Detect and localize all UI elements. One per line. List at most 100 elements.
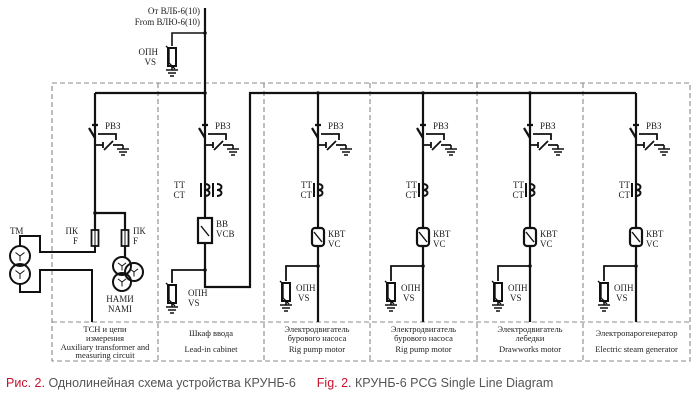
section-title-ru: Электродвигатель <box>284 324 349 334</box>
tm-output <box>19 269 93 322</box>
disconnector-label: РВЗ <box>215 121 231 131</box>
ground-icon <box>166 303 178 314</box>
vcb-label-en: VCB <box>216 229 235 239</box>
caption-en-text: КРУНБ-6 PCG Single Line Diagram <box>355 376 554 390</box>
caption-ru-prefix: Рис. 2. <box>6 376 45 390</box>
junction-dot <box>528 264 532 268</box>
source-label-ru: От ВЛБ-6(10) <box>148 6 200 16</box>
wye-symbol-icon <box>117 278 127 287</box>
current-transformer-icon <box>631 183 642 197</box>
contactor-blade <box>418 231 428 243</box>
section-title-en: Lead-in cabinet <box>184 344 238 354</box>
ground-icon <box>492 301 504 312</box>
section-title-ru: Электродвигатель <box>497 324 562 334</box>
junction-dot <box>203 91 207 95</box>
fuse-label-en: F <box>133 236 138 246</box>
junction-dot <box>203 31 207 35</box>
arrester-label-en: VS <box>616 293 628 303</box>
section-title-ru: ТСН и цепи <box>83 324 127 334</box>
busbar-right <box>203 91 636 289</box>
section-title-en: Drawworks motor <box>499 344 561 354</box>
section-title-ru: бурового насоса <box>394 333 453 343</box>
disconnector-icon <box>523 123 533 139</box>
contactor-label-ru: КВТ <box>328 229 346 239</box>
arrester-tap <box>390 265 423 281</box>
arrester-label-en: VS <box>403 293 415 303</box>
nami-label-en: NAMI <box>108 304 132 314</box>
ground-icon <box>227 145 239 156</box>
caption-ru-text: Однолинейная схема устройства КРУНБ-6 <box>48 376 296 390</box>
disconnector-label: РВЗ <box>646 121 662 131</box>
junction-dot <box>203 268 207 272</box>
contactor-label-ru: КВТ <box>540 229 558 239</box>
wye-symbol-icon <box>129 268 139 277</box>
ground-icon <box>385 301 397 312</box>
caption-en-prefix: Fig. 2. <box>316 376 352 390</box>
contactor-label-en: VC <box>328 239 341 249</box>
disconnector-icon <box>629 123 639 139</box>
section-title-en: Rig pump motor <box>395 344 451 354</box>
contactor-label-ru: КВТ <box>646 229 664 239</box>
earthing-switch-icon <box>95 133 123 151</box>
contactor-blade <box>313 231 323 243</box>
section-title-ru: Электропарогенератор <box>595 328 677 338</box>
arrester-label-en: VS <box>144 57 156 67</box>
nami-winding-icon <box>124 262 144 282</box>
arrester-tap <box>497 265 530 281</box>
current-transformer-icon <box>200 183 211 197</box>
ct-label-ru: ТТ <box>513 180 524 190</box>
ct-label-en: СТ <box>405 190 417 200</box>
disconnector-label: РВЗ <box>433 121 449 131</box>
ground-icon <box>445 145 457 156</box>
arrester-label-en: VS <box>510 293 522 303</box>
section-title-ru: лебедки <box>516 333 545 343</box>
contactor-label-en: VC <box>433 239 446 249</box>
fuse-label-ru: ПК <box>133 226 146 236</box>
section-title-en: Electric steam generator <box>595 344 678 354</box>
junction-dot <box>634 264 638 268</box>
fuse-label-en: F <box>73 236 78 246</box>
contactor-label-en: VC <box>540 239 553 249</box>
contactor-label-ru: КВТ <box>433 229 451 239</box>
tm-primary-winding-icon <box>9 245 31 267</box>
current-transformer-icon <box>525 183 536 197</box>
junction-dot <box>93 211 97 215</box>
section-frame <box>51 82 691 362</box>
arrester-label-ru: ОПН <box>139 47 159 57</box>
earthing-switch-icon <box>205 133 233 151</box>
arrester-label-ru: ОПН <box>296 283 316 293</box>
earthing-switch-icon <box>423 133 451 151</box>
current-transformer-icon <box>418 183 429 197</box>
wye-symbol-icon <box>117 262 127 271</box>
vcb-blade <box>200 225 210 237</box>
ground-icon <box>552 145 564 156</box>
section-title-ru: измерения <box>86 333 124 343</box>
junction-dot <box>316 264 320 268</box>
earthing-switch-icon <box>636 133 664 151</box>
junction-dot <box>528 91 532 95</box>
arrester-label-en: VS <box>188 298 200 308</box>
source-label-en: From ВЛЮ-6(10) <box>135 17 200 27</box>
wye-symbol-icon <box>15 252 25 261</box>
current-transformer-icon <box>212 183 223 197</box>
section-title-en: measuring circuit <box>75 350 135 360</box>
ct-label-ru: ТТ <box>174 180 185 190</box>
labels: От ВЛБ-6(10) From ВЛЮ-6(10) ТСН и цепииз… <box>10 6 678 360</box>
ct-label-en: СТ <box>300 190 312 200</box>
ground-icon <box>658 145 670 156</box>
arrester-tap <box>285 265 318 281</box>
ground-icon <box>598 301 610 312</box>
disconnector-icon <box>198 123 208 139</box>
section-title-ru: Электродвигатель <box>391 324 456 334</box>
junction-dot <box>421 91 425 95</box>
lead-in-arrester-tap <box>171 269 205 283</box>
disconnector-icon <box>311 123 321 139</box>
fuse-label-ru: ПК <box>65 226 78 236</box>
section-title-ru: Шкаф ввода <box>189 328 233 338</box>
earthing-switch-icon <box>530 133 558 151</box>
nami-winding-icon <box>112 272 132 292</box>
junction-dot <box>421 264 425 268</box>
aux-split <box>93 211 127 230</box>
junction-dot <box>316 91 320 95</box>
contactor-label-en: VC <box>646 239 659 249</box>
